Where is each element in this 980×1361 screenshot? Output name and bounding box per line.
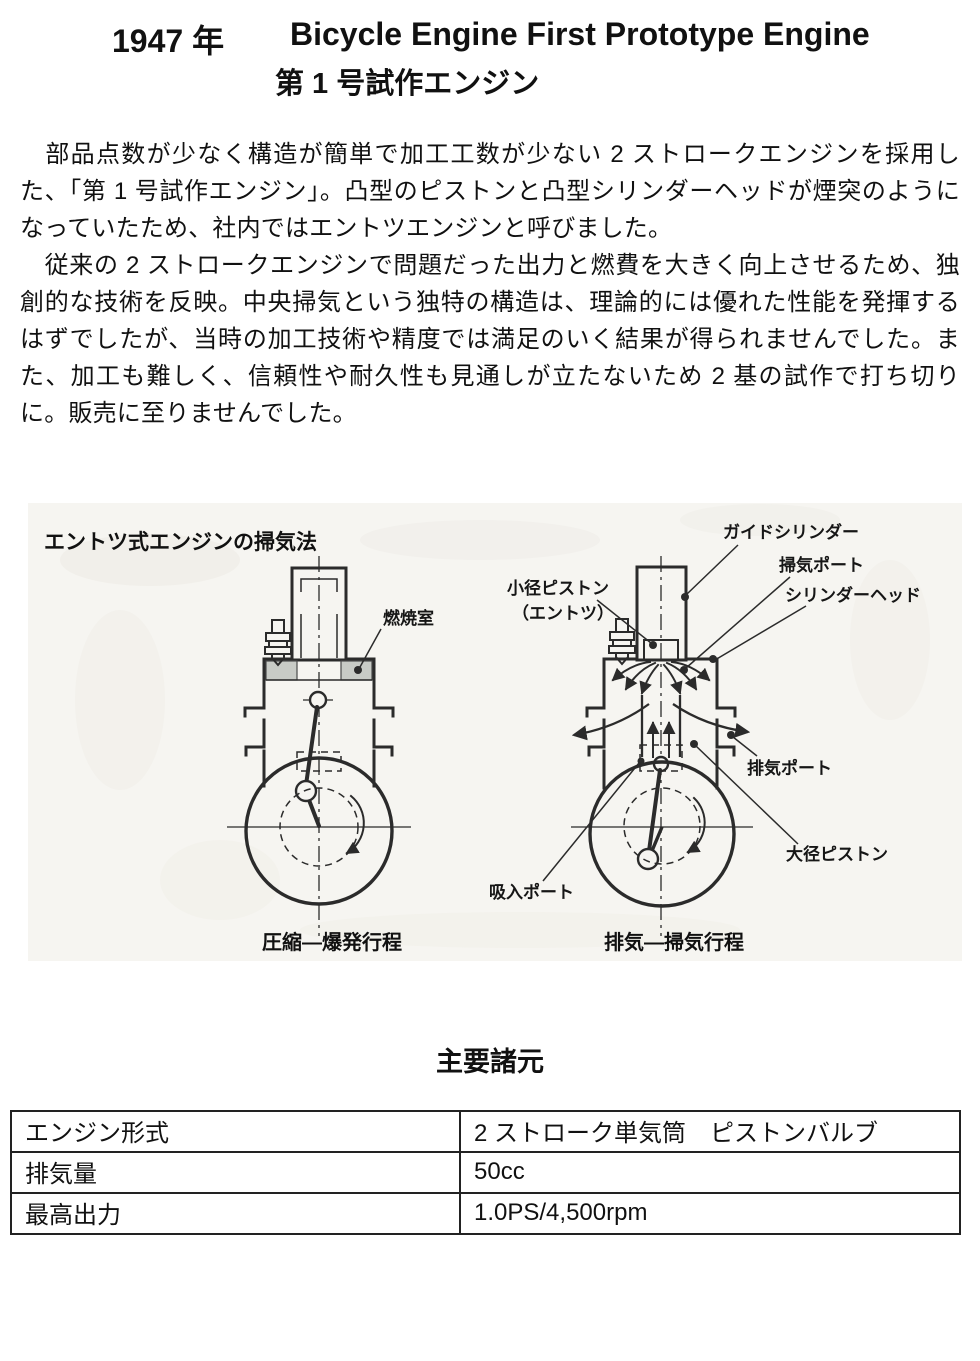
guide-cylinder [635, 565, 688, 662]
label-small-piston-sub: （エントツ） [512, 603, 614, 623]
left-caption: 圧縮―爆発行程 [262, 930, 402, 954]
connecting-rod [647, 768, 662, 853]
label-large-piston: 大径ピストン [786, 844, 888, 864]
label-intake-port: 吸入ポート [489, 882, 574, 902]
label-exhaust-port: 排気ポート [747, 758, 832, 778]
title-year: 1947 年 [112, 23, 225, 59]
scavenging-flow-arrows [611, 660, 711, 695]
body-text: 部品点数が少なく構造が簡単で加工工数が少ない 2 ストロークエンジンを採用した、… [20, 136, 960, 432]
combustion-chamber-shade [265, 660, 298, 681]
connecting-rod [304, 705, 319, 787]
label-small-piston: 小径ピストン [507, 578, 609, 598]
table-row: 最高出力 1.0PS/4,500rpm [10, 1192, 961, 1235]
table-row: エンジン形式 2 ストローク単気筒 ピストンバルブ [10, 1110, 961, 1153]
rotation-arrow [345, 794, 365, 855]
diagram-title: エントツ式エンジンの掃気法 [44, 530, 317, 554]
scan-background [28, 503, 962, 961]
spec-label-cell: 最高出力 [10, 1192, 461, 1235]
right-engine-diagram: ガイドシリンダー 掃気ポート シリンダーヘッド 小径ピストン （エントツ） 排気… [489, 522, 921, 954]
crank-path-dashed [623, 787, 701, 865]
chimney-cylinder [290, 566, 348, 662]
label-scavenging-port: 掃気ポート [779, 555, 864, 575]
spec-heading: 主要諸元 [436, 1047, 544, 1077]
left-engine-diagram: 燃焼室 圧縮―爆発行程 [227, 556, 434, 954]
small-piston [643, 639, 679, 660]
spec-table: エンジン形式 2 ストローク単気筒 ピストンバルブ 排気量 50cc 最高出力 … [10, 1110, 961, 1235]
spec-value-cell: 1.0PS/4,500rpm [459, 1192, 961, 1235]
label-cylinder-head: シリンダーヘッド [785, 585, 921, 605]
exhaust-flow-arrow-left [571, 703, 650, 741]
rotation-arrow [686, 796, 706, 854]
crankcase [588, 760, 736, 908]
engine-diagram: エントツ式エンジンの掃気法 [28, 503, 962, 961]
exhaust-flow-arrow-right [672, 703, 751, 738]
spec-value-cell: 50cc [459, 1151, 961, 1194]
spec-label-cell: 排気量 [10, 1151, 461, 1194]
table-row: 排気量 50cc [10, 1151, 961, 1194]
spec-label-cell: エンジン形式 [10, 1110, 461, 1153]
paragraph-2: 従来の 2 ストロークエンジンで問題だった出力と燃費を大きく向上させるため、独創… [20, 252, 960, 427]
spark-plug-icon [264, 619, 292, 667]
title-japanese: 第 1 号試作エンジン [275, 68, 540, 100]
label-combustion-chamber: 燃焼室 [383, 608, 434, 628]
title-english: Bicycle Engine First Prototype Engine [290, 16, 870, 52]
crankcase [244, 756, 394, 906]
paragraph-1: 部品点数が少なく構造が簡単で加工工数が少ない 2 ストロークエンジンを採用した、… [20, 141, 960, 242]
crank-pin [636, 847, 660, 871]
spec-value-cell: 2 ストローク単気筒 ピストンバルブ [459, 1110, 961, 1153]
right-caption: 排気―掃気行程 [604, 930, 744, 954]
label-guide-cylinder: ガイドシリンダー [723, 522, 859, 542]
